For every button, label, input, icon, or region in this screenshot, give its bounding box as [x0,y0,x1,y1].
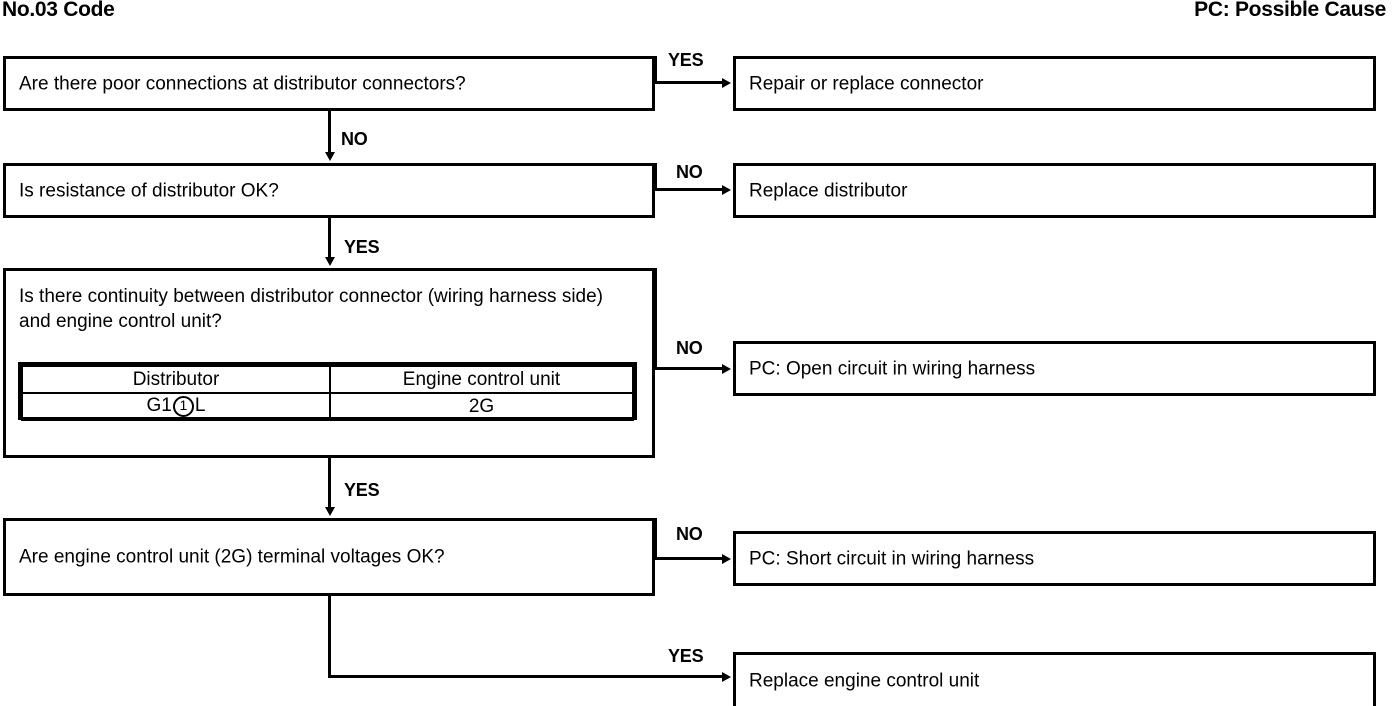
branch-label-no-3: NO [676,338,703,358]
connector-d4-yes-vertical [328,596,331,678]
arrowhead-d2-no [722,185,731,195]
result-box-open-circuit-text: PC: Open circuit in wiring harness [749,357,1036,379]
result-box-replace-ecu[interactable]: Replace engine control unit [733,652,1376,706]
distributor-prefix: G1 [146,395,172,416]
decision-box-4-text: Are engine control unit (2G) terminal vo… [19,546,445,568]
table-header-row: Distributor Engine control unit [21,365,634,394]
arrowhead-d4-no [722,554,731,564]
arrowhead-d1-no [325,152,335,161]
legend-possible-cause: PC: Possible Cause [1194,0,1386,21]
arrowhead-d4-yes [722,672,731,682]
decision-box-1[interactable]: Are there poor connections at distributo… [3,56,655,111]
arrowhead-d2-yes [325,257,335,266]
result-box-replace-ecu-text: Replace engine control unit [749,670,980,692]
result-box-short-circuit-text: PC: Short circuit in wiring harness [749,547,1035,569]
decision-box-1-text: Are there poor connections at distributo… [19,72,466,94]
connector-d4-no-vertical [654,518,657,560]
connector-d3-no-vertical [654,268,657,370]
circled-one-icon: 1 [172,396,194,417]
decision-box-3-text: Is there continuity between distributor … [19,286,604,333]
branch-label-no-2: NO [676,162,703,182]
table-header-distributor: Distributor [21,365,331,394]
branch-label-no-4: NO [676,524,703,544]
decision-box-4[interactable]: Are engine control unit (2G) terminal vo… [3,518,655,596]
distributor-suffix: L [194,395,206,416]
arrowhead-d3-no [722,364,731,374]
connector-d1-no-vertical [328,111,331,153]
connector-d3-yes-vertical [328,458,331,508]
branch-label-yes-3: YES [344,480,380,500]
connector-d1-yes-horizontal [654,81,724,84]
decision-box-2[interactable]: Is resistance of distributor OK? [3,163,655,218]
branch-label-yes-2: YES [344,237,380,257]
result-box-open-circuit[interactable]: PC: Open circuit in wiring harness [733,341,1376,396]
arrowhead-d1-yes [722,78,731,88]
connector-d1-yes-vertical [654,56,657,83]
connector-d2-no-vertical [654,163,657,190]
connector-d3-no-horizontal [654,367,724,370]
page-title: No.03 Code [2,0,115,21]
result-box-replace-distributor[interactable]: Replace distributor [733,163,1376,218]
connector-d2-yes-vertical [328,218,331,258]
result-box-repair-connector[interactable]: Repair or replace connector [733,56,1376,111]
connector-d4-no-horizontal [654,557,724,560]
connector-d4-yes-horizontal [328,675,724,678]
result-box-replace-distributor-text: Replace distributor [749,179,908,201]
table-cell-engine-control-unit: 2G [329,392,634,421]
connector-d2-no-horizontal [654,188,724,191]
branch-label-no-1: NO [341,129,368,149]
result-box-repair-connector-text: Repair or replace connector [749,72,984,94]
arrowhead-d3-yes [325,507,335,516]
table-header-engine-control-unit: Engine control unit [329,365,634,394]
branch-label-yes-1: YES [668,50,704,70]
decision-box-2-text: Is resistance of distributor OK? [19,179,279,201]
result-box-short-circuit[interactable]: PC: Short circuit in wiring harness [733,531,1376,586]
branch-label-yes-4: YES [668,646,704,666]
